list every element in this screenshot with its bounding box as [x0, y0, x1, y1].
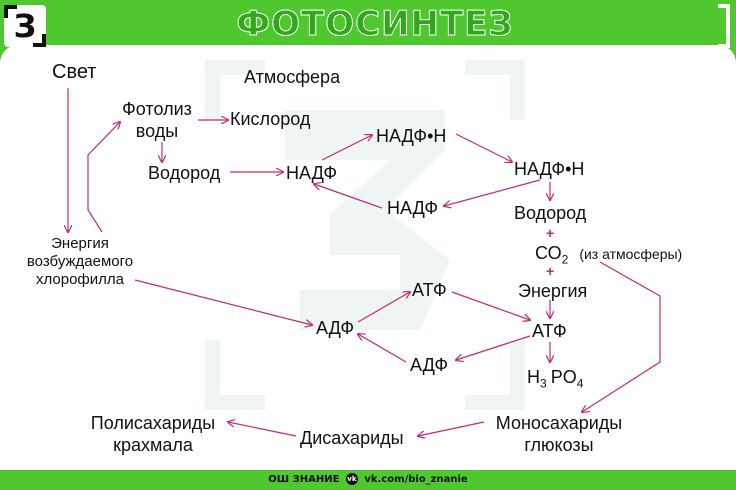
node-svet: Свет — [52, 61, 97, 83]
node-vodorod-2: Водород — [514, 203, 587, 223]
node-fotoliz: Фотолиз воды — [112, 98, 202, 142]
footer-school: ОШ ЗНАНИЕ — [268, 474, 340, 485]
node-fotoliz-line2: воды — [135, 121, 179, 141]
node-fotoliz-line1: Фотолиз — [122, 99, 192, 119]
monosaharidy-line1: Моносахариды — [495, 413, 623, 433]
arrow-atf2-adf2 — [456, 335, 531, 360]
co2-main: СО — [535, 243, 562, 263]
h3po4-3: 3 — [540, 376, 547, 391]
arrow-mono-di — [418, 421, 485, 436]
node-atf-1: АТФ — [412, 280, 447, 300]
polisaharidy-line2: крахмала — [113, 435, 193, 455]
arrow-adf2-adf1 — [358, 334, 407, 363]
node-kislorod: Кислород — [230, 109, 311, 129]
arrow-co2-monosaharidy — [582, 261, 661, 412]
arrow-nadfh1-nadfh2 — [455, 133, 512, 162]
arrow-nadf-nadfh1 — [321, 135, 372, 161]
h3po4-h: H — [527, 367, 540, 387]
footer-link[interactable]: vk.com/bio_znanie — [364, 474, 468, 485]
monosaharidy-line2: глюкозы — [524, 435, 594, 455]
energia-hl-line1: Энергия — [51, 235, 109, 252]
node-polisaharidy: Полисахариды крахмала — [78, 412, 228, 456]
node-adf-1: АДФ — [316, 318, 355, 338]
node-monosaharidy: Моносахариды глюкозы — [484, 412, 634, 456]
arrow-di-poli — [228, 422, 297, 437]
co2-note: (из атмосферы) — [579, 246, 683, 262]
arrow-hlorofill-adf — [134, 279, 312, 325]
arrow-nadf2-nadf1 — [314, 184, 383, 209]
arrow-nadfh2-nadf2 — [444, 179, 541, 206]
frame-bracket-icon — [718, 4, 730, 48]
footer: ОШ ЗНАНИЕ vk vk.com/bio_znanie — [0, 470, 736, 490]
node-co2: СО2 (из атмосферы) — [535, 242, 682, 271]
node-nadf-2: НАДФ — [387, 198, 439, 218]
node-energia-hlorofilla: Энергия возбуждаемого хлорофилла — [10, 235, 150, 289]
co2-sub: 2 — [561, 252, 569, 267]
node-vodorod-1: Водород — [148, 163, 221, 183]
vk-icon: vk — [345, 473, 358, 485]
arrow-energia-fotoliz — [87, 122, 120, 233]
h3po4-po: PO — [550, 367, 577, 387]
logo-glyph: З — [13, 7, 37, 45]
node-adf-2: АДФ — [410, 355, 449, 375]
arrow-adf-atf1 — [357, 292, 410, 323]
energia-hl-line2: возбуждаемого — [26, 253, 134, 270]
polisaharidy-line1: Полисахариды — [90, 413, 216, 433]
logo-icon: З — [4, 5, 46, 47]
plus-sign-1: + — [546, 225, 555, 241]
arrow-atf1-atf2 — [451, 291, 530, 320]
node-nadfh-2: НАДФ•Н — [514, 159, 585, 179]
node-disaharidy: Дисахариды — [300, 428, 404, 448]
h3po4-4: 4 — [576, 376, 584, 391]
energia-hl-line3: хлорофилла — [35, 271, 124, 288]
node-atmosfera: Атмосфера — [244, 67, 341, 87]
page-title: ФОТОСИНТЕЗ — [236, 4, 514, 45]
node-energia: Энергия — [518, 281, 588, 301]
node-nadfh-1: НАДФ•Н — [376, 126, 447, 146]
plus-sign-2: + — [546, 263, 555, 279]
node-atf-2: АТФ — [532, 321, 567, 341]
node-nadf-1: НАДФ — [286, 163, 338, 183]
